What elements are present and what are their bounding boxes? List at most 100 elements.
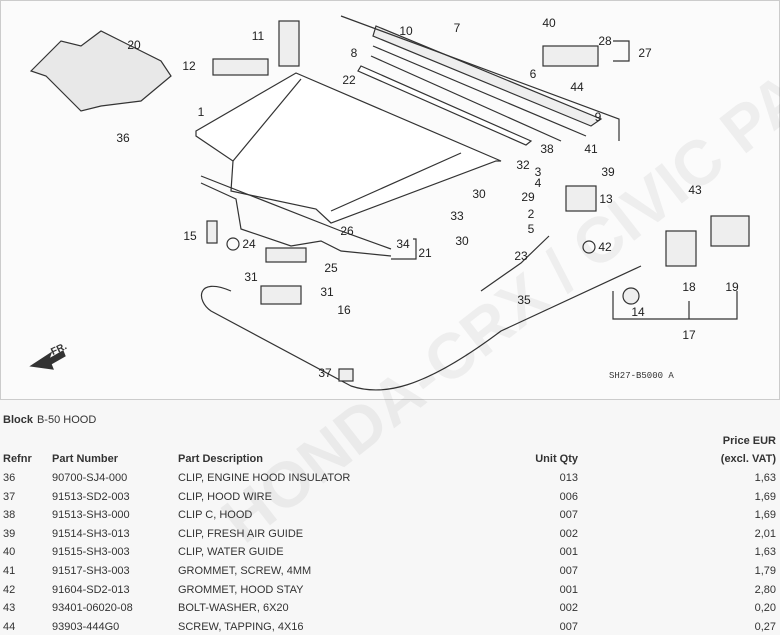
callout-9[interactable]: 9 <box>594 110 602 124</box>
callout-31[interactable]: 31 <box>244 270 258 284</box>
callout-41[interactable]: 41 <box>584 142 598 156</box>
cell-price: 1,63 <box>754 472 776 484</box>
cell-description: GROMMET, SCREW, 4MM <box>178 565 312 577</box>
callout-39[interactable]: 39 <box>601 165 615 179</box>
cell-description: SCREW, TAPPING, 4X16 <box>178 620 304 633</box>
cell-part-number: 91515-SH3-003 <box>52 546 130 559</box>
cell-qty: 001 <box>559 546 578 559</box>
seal-22 <box>357 65 533 146</box>
cell-refnr: 42 <box>3 583 16 596</box>
cell-qty: 007 <box>559 620 578 633</box>
callout-27[interactable]: 27 <box>638 46 652 60</box>
callout-14[interactable]: 14 <box>631 305 645 319</box>
cell-refnr: 38 <box>3 509 16 522</box>
cell-qty: 002 <box>559 527 578 540</box>
callout-17[interactable]: 17 <box>682 328 696 342</box>
cell-description: BOLT-WASHER, 6X20 <box>178 602 289 615</box>
callout-20[interactable]: 20 <box>127 38 141 52</box>
drawing-code: SH27-B5000 A <box>609 371 674 381</box>
callout-1[interactable]: 1 <box>197 105 205 119</box>
callout-26[interactable]: 26 <box>340 224 354 238</box>
cell-price: 1,79 <box>754 565 776 577</box>
callout-10[interactable]: 10 <box>399 24 413 38</box>
callout-30[interactable]: 30 <box>455 234 469 248</box>
callout-7[interactable]: 7 <box>453 21 461 35</box>
callout-4[interactable]: 4 <box>534 176 542 190</box>
header-refnr: Refnr <box>3 453 32 465</box>
callout-16[interactable]: 16 <box>337 303 351 317</box>
cell-qty: 013 <box>559 472 578 484</box>
cell-price: 1,69 <box>754 509 776 522</box>
callout-44[interactable]: 44 <box>570 80 584 94</box>
header-part-number: Part Number <box>52 453 119 465</box>
cell-price: 2,01 <box>754 527 776 540</box>
cell-price: 1,69 <box>754 490 776 503</box>
callout-38[interactable]: 38 <box>540 142 554 156</box>
callout-13[interactable]: 13 <box>599 192 613 206</box>
front-arrow <box>29 350 66 370</box>
header-price-line1: Price EUR <box>722 435 776 447</box>
callout-28[interactable]: 28 <box>598 34 612 48</box>
callout-25[interactable]: 25 <box>324 261 338 275</box>
cell-part-number: 93903-444G0 <box>52 620 120 633</box>
cell-refnr: 37 <box>3 490 16 503</box>
callout-15[interactable]: 15 <box>183 229 197 243</box>
callout-12[interactable]: 12 <box>182 59 196 73</box>
callout-8[interactable]: 8 <box>350 46 358 60</box>
block-label: Block <box>3 414 33 426</box>
cell-part-number: 91517-SH3-003 <box>52 565 130 577</box>
cell-description: GROMMET, HOOD STAY <box>178 583 304 596</box>
callout-23[interactable]: 23 <box>514 249 528 263</box>
callout-5[interactable]: 5 <box>527 222 535 236</box>
cell-qty: 002 <box>559 602 578 615</box>
cell-price: 0,27 <box>754 620 776 633</box>
callout-42[interactable]: 42 <box>598 240 612 254</box>
callout-40[interactable]: 40 <box>542 16 556 30</box>
cell-description: CLIP, FRESH AIR GUIDE <box>178 527 304 540</box>
callout-3[interactable]: 3 <box>534 165 542 179</box>
header-description: Part Description <box>178 453 263 465</box>
cell-part-number: 91604-SD2-013 <box>52 583 130 596</box>
callout-34[interactable]: 34 <box>396 237 410 251</box>
callout-11[interactable]: 11 <box>251 29 265 43</box>
callout-30[interactable]: 30 <box>472 187 486 201</box>
cowl-top <box>372 25 603 127</box>
cell-refnr: 39 <box>3 527 16 540</box>
hood-stay <box>480 235 550 292</box>
callout-19[interactable]: 19 <box>725 280 739 294</box>
cell-price: 0,20 <box>754 602 776 615</box>
cell-description: CLIP C, HOOD <box>178 509 253 522</box>
cell-part-number: 90700-SJ4-000 <box>52 472 128 484</box>
callout-21[interactable]: 21 <box>418 246 432 260</box>
cell-part-number: 93401-06020-08 <box>52 602 133 615</box>
cell-refnr: 40 <box>3 546 16 559</box>
hood-panel <box>195 72 502 224</box>
callout-37[interactable]: 37 <box>318 366 332 380</box>
cell-qty: 007 <box>559 565 578 577</box>
header-price-line2: (excl. VAT) <box>720 453 776 465</box>
callout-22[interactable]: 22 <box>342 73 356 87</box>
callout-33[interactable]: 33 <box>450 209 464 223</box>
cell-price: 1,63 <box>754 546 776 559</box>
cell-description: CLIP, HOOD WIRE <box>178 490 272 503</box>
callout-2[interactable]: 2 <box>527 207 535 221</box>
header-qty: Unit Qty <box>535 453 578 465</box>
block-value: B-50 HOOD <box>36 414 97 426</box>
cell-qty: 007 <box>559 509 578 522</box>
callout-18[interactable]: 18 <box>682 280 696 294</box>
cell-part-number: 91513-SD2-003 <box>52 490 130 503</box>
callout-35[interactable]: 35 <box>517 293 531 307</box>
callout-36[interactable]: 36 <box>116 131 130 145</box>
hood-front-frame <box>200 175 392 257</box>
callout-24[interactable]: 24 <box>242 237 256 251</box>
callout-31[interactable]: 31 <box>320 285 334 299</box>
cell-description: CLIP, ENGINE HOOD INSULATOR <box>178 472 351 484</box>
callout-6[interactable]: 6 <box>529 67 537 81</box>
callout-29[interactable]: 29 <box>521 190 535 204</box>
callout-43[interactable]: 43 <box>688 183 702 197</box>
callout-32[interactable]: 32 <box>516 158 530 172</box>
cell-part-number: 91513-SH3-000 <box>52 509 130 522</box>
cell-qty: 006 <box>559 490 578 503</box>
